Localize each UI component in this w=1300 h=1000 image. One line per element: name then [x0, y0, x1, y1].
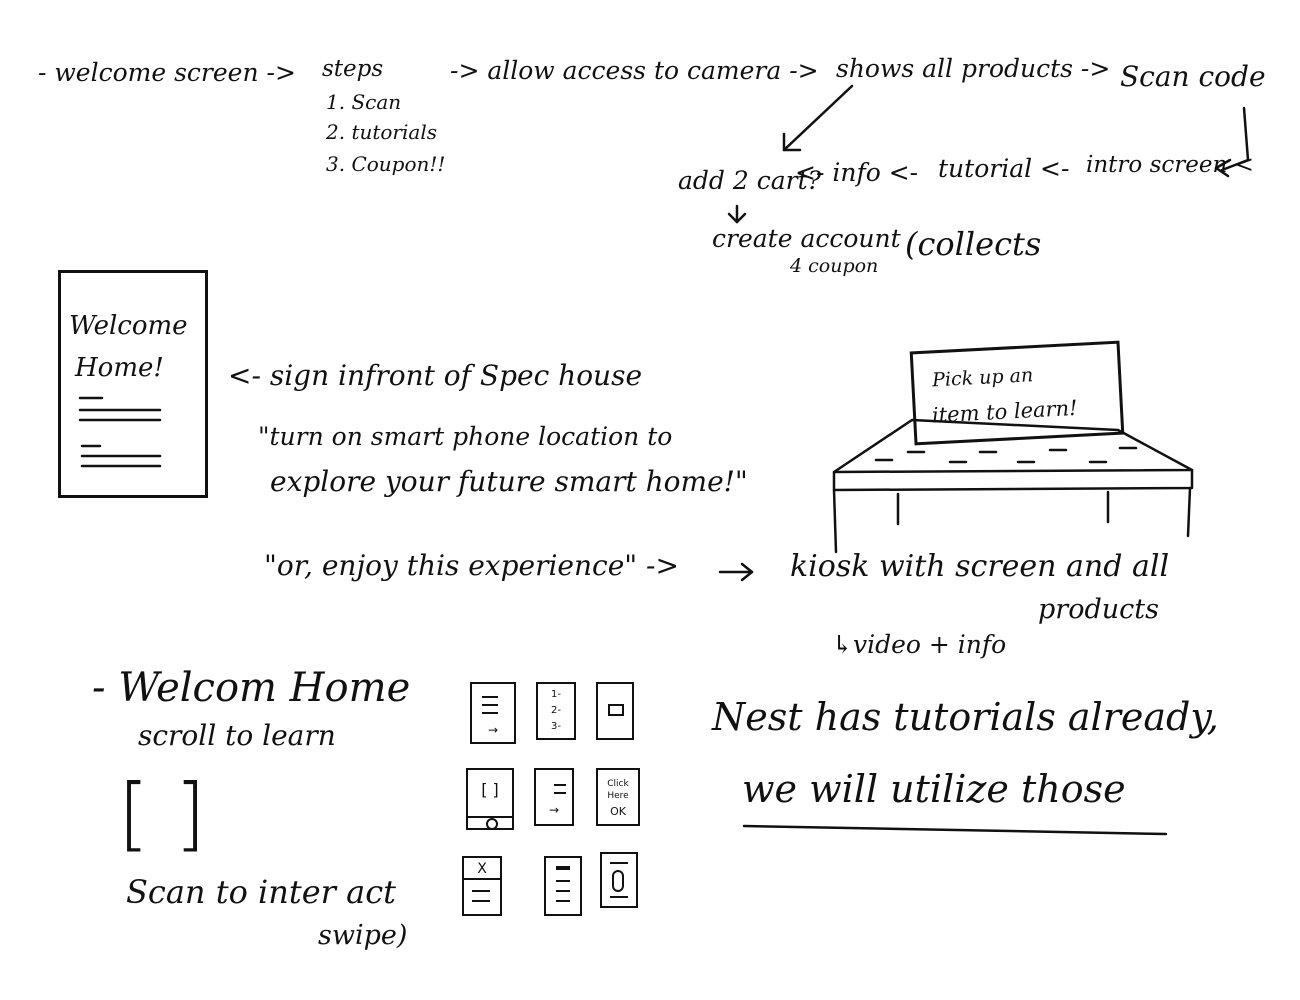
sign-title-line2: Home! [75, 353, 164, 383]
wireframe-device [600, 852, 638, 908]
kiosk-description: kiosk with screen and all [790, 549, 1170, 584]
nest-underline [742, 824, 1168, 836]
arrow-scan-to-intro [1220, 106, 1250, 172]
flow-step-1: 1. Scan [326, 90, 402, 114]
flow-step-3: 3. Coupon!! [326, 152, 446, 176]
wireframe-steps: 1- 2- 3- [536, 682, 576, 740]
scan-bracket-frame: [ ] [118, 767, 206, 860]
wireframe-click-here: Click Here OK [596, 768, 640, 826]
nest-note-line2: we will utilize those [742, 767, 1126, 811]
flow-create-account: create account [712, 224, 901, 253]
flow-tutorial: tutorial <- [938, 154, 1070, 183]
kiosk-table-front [832, 468, 1194, 492]
arrowhead-intro [1214, 158, 1232, 178]
wireframe-scan: [ ] [466, 768, 514, 830]
kiosk-products: products [1038, 594, 1159, 625]
lower-swipe: swipe) [318, 920, 408, 951]
nest-note-line1: Nest has tutorials already, [712, 695, 1219, 739]
welcome-sign: Welcome Home! [58, 270, 208, 498]
wireframe-camera [596, 682, 634, 740]
flow-add-cart: add 2 cart? [678, 166, 822, 195]
arrow-to-add-cart [782, 84, 854, 152]
flow-info: <- info <- [795, 158, 919, 187]
flow-collects: (collects [905, 225, 1042, 263]
wireframe-click-label: Click [607, 779, 629, 789]
flow-step-2: 2. tutorials [326, 120, 437, 144]
arrowhead-add-cart [782, 132, 802, 152]
sign-caption: <- sign infront of Spec house [228, 359, 643, 392]
kiosk-table-top [832, 418, 1194, 474]
wireframe-ok-label: OK [610, 805, 626, 818]
lower-scroll-to-learn: scroll to learn [138, 719, 336, 752]
wireframe-list: → [534, 768, 574, 826]
kiosk-leg-left [832, 488, 838, 554]
sign-title-line1: Welcome [69, 311, 188, 341]
flow-steps-title: steps [322, 56, 384, 82]
flow-intro-screen: intro screen < [1086, 152, 1254, 178]
wireframe-x-label: X [477, 861, 487, 877]
sign-quote-line2: explore your future smart home!" [270, 465, 748, 498]
lower-welcom-home: - Welcom Home [92, 665, 411, 711]
wireframe-text-page [544, 856, 582, 916]
wireframe-step-1: 1- [551, 689, 561, 700]
wireframe-close: X [462, 856, 502, 916]
wireframe-step-2: 2- [551, 705, 561, 716]
wireframe-here-label: Here [607, 791, 629, 801]
sign-quote-line1: "turn on smart phone location to [258, 422, 673, 451]
flow-scan-code: Scan code [1120, 60, 1266, 93]
arrowhead-create-account [727, 212, 747, 224]
flow-allow-camera: -> allow access to camera -> [450, 56, 819, 85]
wireframe-welcome: → [470, 682, 516, 744]
kiosk-leg-right [1186, 486, 1192, 538]
flow-coupon: 4 coupon [790, 255, 879, 277]
wireframe-step-3: 3- [551, 721, 561, 732]
flow-welcome: - welcome screen -> [38, 58, 296, 87]
flow-shows-products: shows all products -> [836, 54, 1111, 83]
kiosk-video-info: ↳video + info [832, 630, 1007, 659]
sign-quote-line3: "or, enjoy this experience" -> [264, 549, 679, 582]
lower-scan-to-interact: Scan to inter act [126, 873, 396, 911]
